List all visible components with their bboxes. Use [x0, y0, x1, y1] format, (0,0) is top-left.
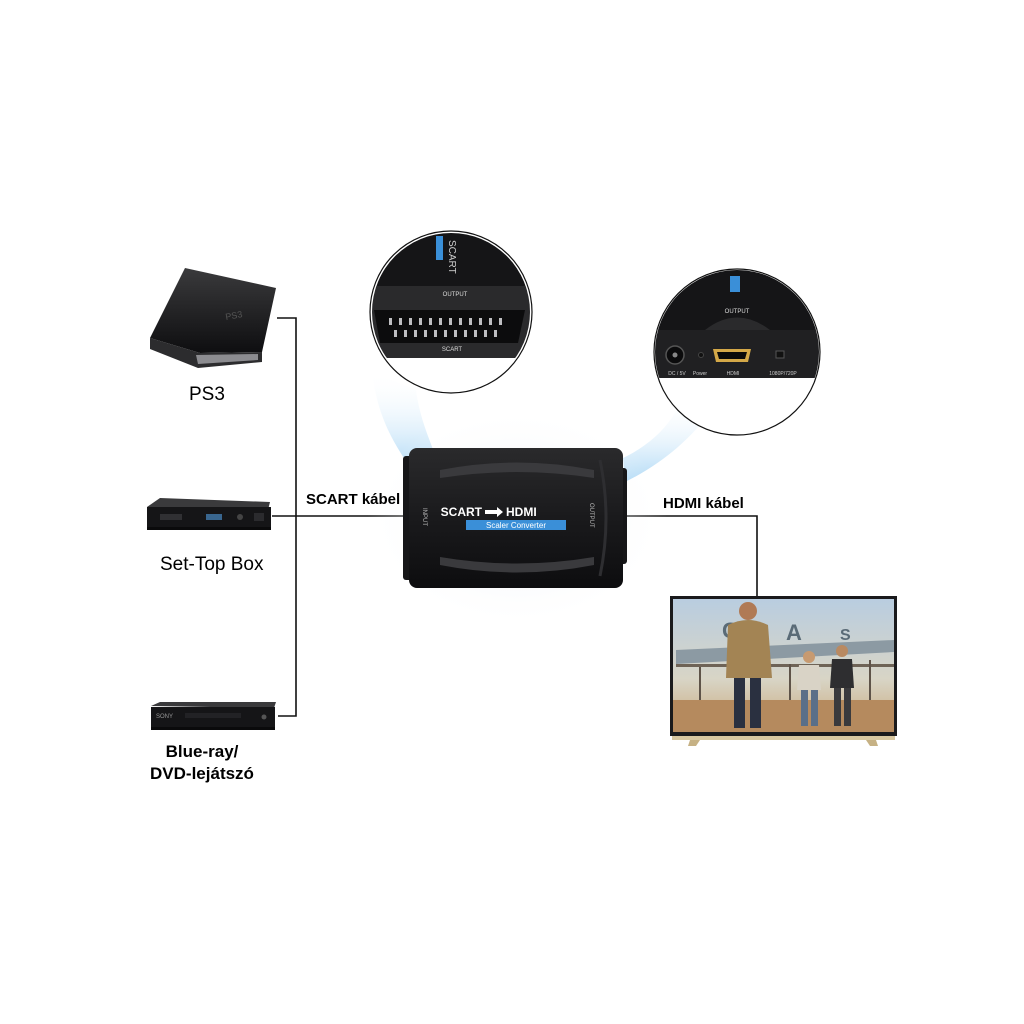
- scart-zoom-side-label: SCART: [446, 240, 457, 274]
- bluray-brand: SONY: [156, 714, 173, 720]
- ps3-label: PS3: [189, 384, 225, 405]
- ps3-line: [277, 317, 297, 717]
- hdmi-line: [625, 515, 758, 597]
- tv-people: [726, 602, 854, 728]
- arrow-right-icon: [485, 507, 503, 517]
- converter-input-label: INPUT: [421, 508, 427, 526]
- hdmi-zoom-switch-label: 1080P/720P: [769, 371, 797, 377]
- scart-hdmi-converter: SCART HDMI Scaler Converter INPUT OUTPUT: [367, 408, 667, 628]
- bluray-label-line1: Blue-ray/: [165, 742, 239, 761]
- hdmi-zoom-power-label: Power: [693, 371, 708, 377]
- settop-box-icon: [147, 498, 271, 530]
- bluray-label: Blue-ray/ DVD-lejátszó: [140, 741, 264, 785]
- scart-zoom-port-label: SCART: [442, 347, 463, 353]
- settop-label: Set-Top Box: [160, 554, 264, 575]
- hdmi-zoom-output-label: OUTPUT: [725, 309, 750, 315]
- hdmi-zoom-hdmi-label: HDMI: [727, 371, 740, 377]
- converter-output-label: OUTPUT: [588, 503, 594, 528]
- bluray-label-line2: DVD-lejátszó: [150, 764, 254, 783]
- ps3-logo: PS3: [225, 309, 243, 322]
- hdmi-zoom-dc-label: DC / 5V: [668, 371, 686, 377]
- scart-zoom-output-label: OUTPUT: [443, 292, 468, 298]
- converter-subtitle-bar: [466, 520, 566, 530]
- hdmi-cable-label: HDMI kábel: [663, 495, 744, 512]
- converter-subtitle: Scaler Converter: [486, 521, 546, 530]
- television: G A S: [670, 596, 897, 746]
- ps3-console-icon: PS3: [150, 268, 276, 368]
- converter-title-right: HDMI: [506, 505, 537, 519]
- tv-sign-letter-s: S: [840, 627, 851, 644]
- bluray-player-icon: SONY: [151, 702, 276, 730]
- scart-port-zoom: SCART OUTPUT SCART: [369, 230, 533, 394]
- converter-title-left: SCART: [441, 505, 483, 519]
- tv-sign-letter-a: A: [786, 620, 802, 645]
- hdmi-port-zoom: OUTPUT DC / 5V Power HDMI 1080P/720P: [653, 268, 821, 436]
- scart-cable-label: SCART kábel: [306, 491, 401, 508]
